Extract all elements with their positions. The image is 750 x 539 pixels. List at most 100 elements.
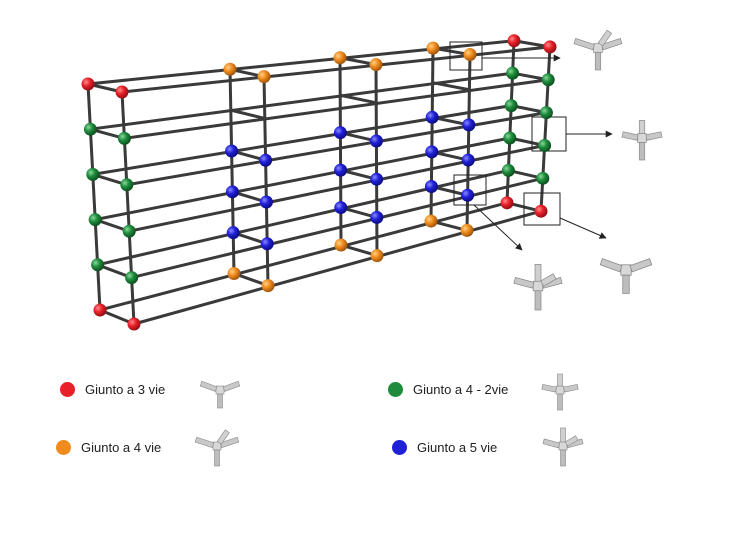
frame-post <box>120 90 136 326</box>
frame-tubes <box>86 39 552 326</box>
legend-label-four-two-way: Giunto a 4 - 2vie <box>413 381 509 397</box>
frame-post <box>262 75 270 288</box>
three-way-joint-icon <box>199 380 241 409</box>
joint-five-way <box>462 118 476 132</box>
joint-four-two-way <box>501 163 515 177</box>
callout-box <box>449 41 483 71</box>
frame-post <box>429 46 435 223</box>
joint-four-two-way <box>504 99 518 113</box>
blue-joint-dot <box>392 439 407 455</box>
joint-five-way <box>334 201 348 215</box>
joint-four-way <box>223 62 237 76</box>
green-joint-dot <box>388 381 403 397</box>
joint-five-way <box>425 110 439 124</box>
frame-rail <box>88 71 515 131</box>
joint-four-way <box>334 238 348 252</box>
joint-five-way <box>260 237 274 251</box>
joint-four-two-way <box>117 131 131 145</box>
joint-five-way <box>369 134 383 148</box>
frame-post <box>374 63 379 258</box>
callouts <box>449 29 663 311</box>
joint-three-way <box>127 317 141 331</box>
frame-post <box>505 39 516 205</box>
joint-four-way <box>369 58 383 72</box>
joint-five-way <box>461 153 475 167</box>
joint-three-way <box>93 303 107 317</box>
callout-box <box>453 174 487 206</box>
joint-four-two-way <box>91 258 105 272</box>
frame-rail <box>130 176 545 280</box>
frame-post <box>86 82 102 312</box>
joint-five-way <box>226 226 240 240</box>
joint-four-two-way <box>506 66 520 80</box>
frame-rail <box>91 104 513 176</box>
frame-rail <box>86 39 516 86</box>
five-way-joint-icon <box>542 427 584 467</box>
joint-four-way <box>463 48 477 62</box>
joint-three-way <box>500 196 514 210</box>
joint-five-way <box>424 179 438 193</box>
joint-five-way <box>259 195 273 209</box>
five-way-joint-icon <box>513 264 563 311</box>
joint-four-way <box>426 41 440 55</box>
joint-four-two-way <box>503 131 517 145</box>
frame-post <box>228 67 236 276</box>
joint-four-way <box>257 70 271 84</box>
frame-rail <box>127 143 547 233</box>
joint-five-way <box>425 145 439 159</box>
frame-rail <box>96 168 510 267</box>
joint-four-way <box>261 279 275 293</box>
frame-rail <box>125 111 548 187</box>
orange-joint-dot <box>56 439 71 455</box>
joint-five-way <box>334 163 348 177</box>
legend-item-three-way: Giunto a 3 vie <box>60 371 165 407</box>
frame-rail <box>120 45 552 94</box>
four-way-joint-icon <box>194 429 240 467</box>
joint-four-two-way <box>120 178 134 192</box>
callout-box <box>523 192 561 226</box>
joint-four-two-way <box>538 138 552 152</box>
joint-four-way <box>424 214 438 228</box>
frame-rail <box>122 78 550 140</box>
joint-five-way <box>461 188 475 202</box>
callout-arrow <box>473 204 523 251</box>
joint-three-way <box>81 77 95 91</box>
frame-post <box>338 56 343 247</box>
joints <box>81 34 557 331</box>
joint-three-way <box>534 204 548 218</box>
joint-four-way <box>460 223 474 237</box>
red-joint-dot <box>60 381 75 397</box>
frame-post <box>539 45 552 213</box>
frame-post <box>465 53 472 232</box>
joint-four-two-way <box>122 224 136 238</box>
joint-four-two-way <box>539 106 553 120</box>
joint-four-two-way <box>88 213 102 227</box>
joint-five-way <box>370 172 384 186</box>
frame-depth-rail <box>229 108 267 120</box>
joint-three-way <box>543 40 557 54</box>
joint-four-way <box>333 51 347 65</box>
frame-depth-rail <box>431 81 471 92</box>
four-two-way-joint-icon <box>621 120 663 161</box>
frame-rail <box>93 136 512 222</box>
joint-five-way <box>333 126 347 140</box>
three-way-joint-icon <box>599 258 653 294</box>
legend-label-three-way: Giunto a 3 vie <box>85 381 166 397</box>
joint-four-two-way <box>86 167 100 181</box>
legend-item-four-way: Giunto a 4 vie <box>56 429 161 465</box>
joint-five-way <box>225 144 239 158</box>
joint-five-way <box>259 153 273 167</box>
frame-depth-rail <box>338 93 378 105</box>
joint-four-way <box>227 267 241 281</box>
joint-three-way <box>115 85 129 99</box>
frame-rail <box>98 201 509 312</box>
four-way-joint-icon <box>573 29 623 71</box>
joint-five-way <box>370 210 384 224</box>
joint-four-two-way <box>83 122 97 136</box>
joint-four-way <box>370 249 384 263</box>
legend-item-four-two-way: Giunto a 4 - 2vie <box>388 371 508 407</box>
joint-three-way <box>507 34 521 48</box>
legend-label-four-way: Giunto a 4 vie <box>81 439 162 455</box>
legend-label-five-way: Giunto a 5 vie <box>417 439 498 455</box>
